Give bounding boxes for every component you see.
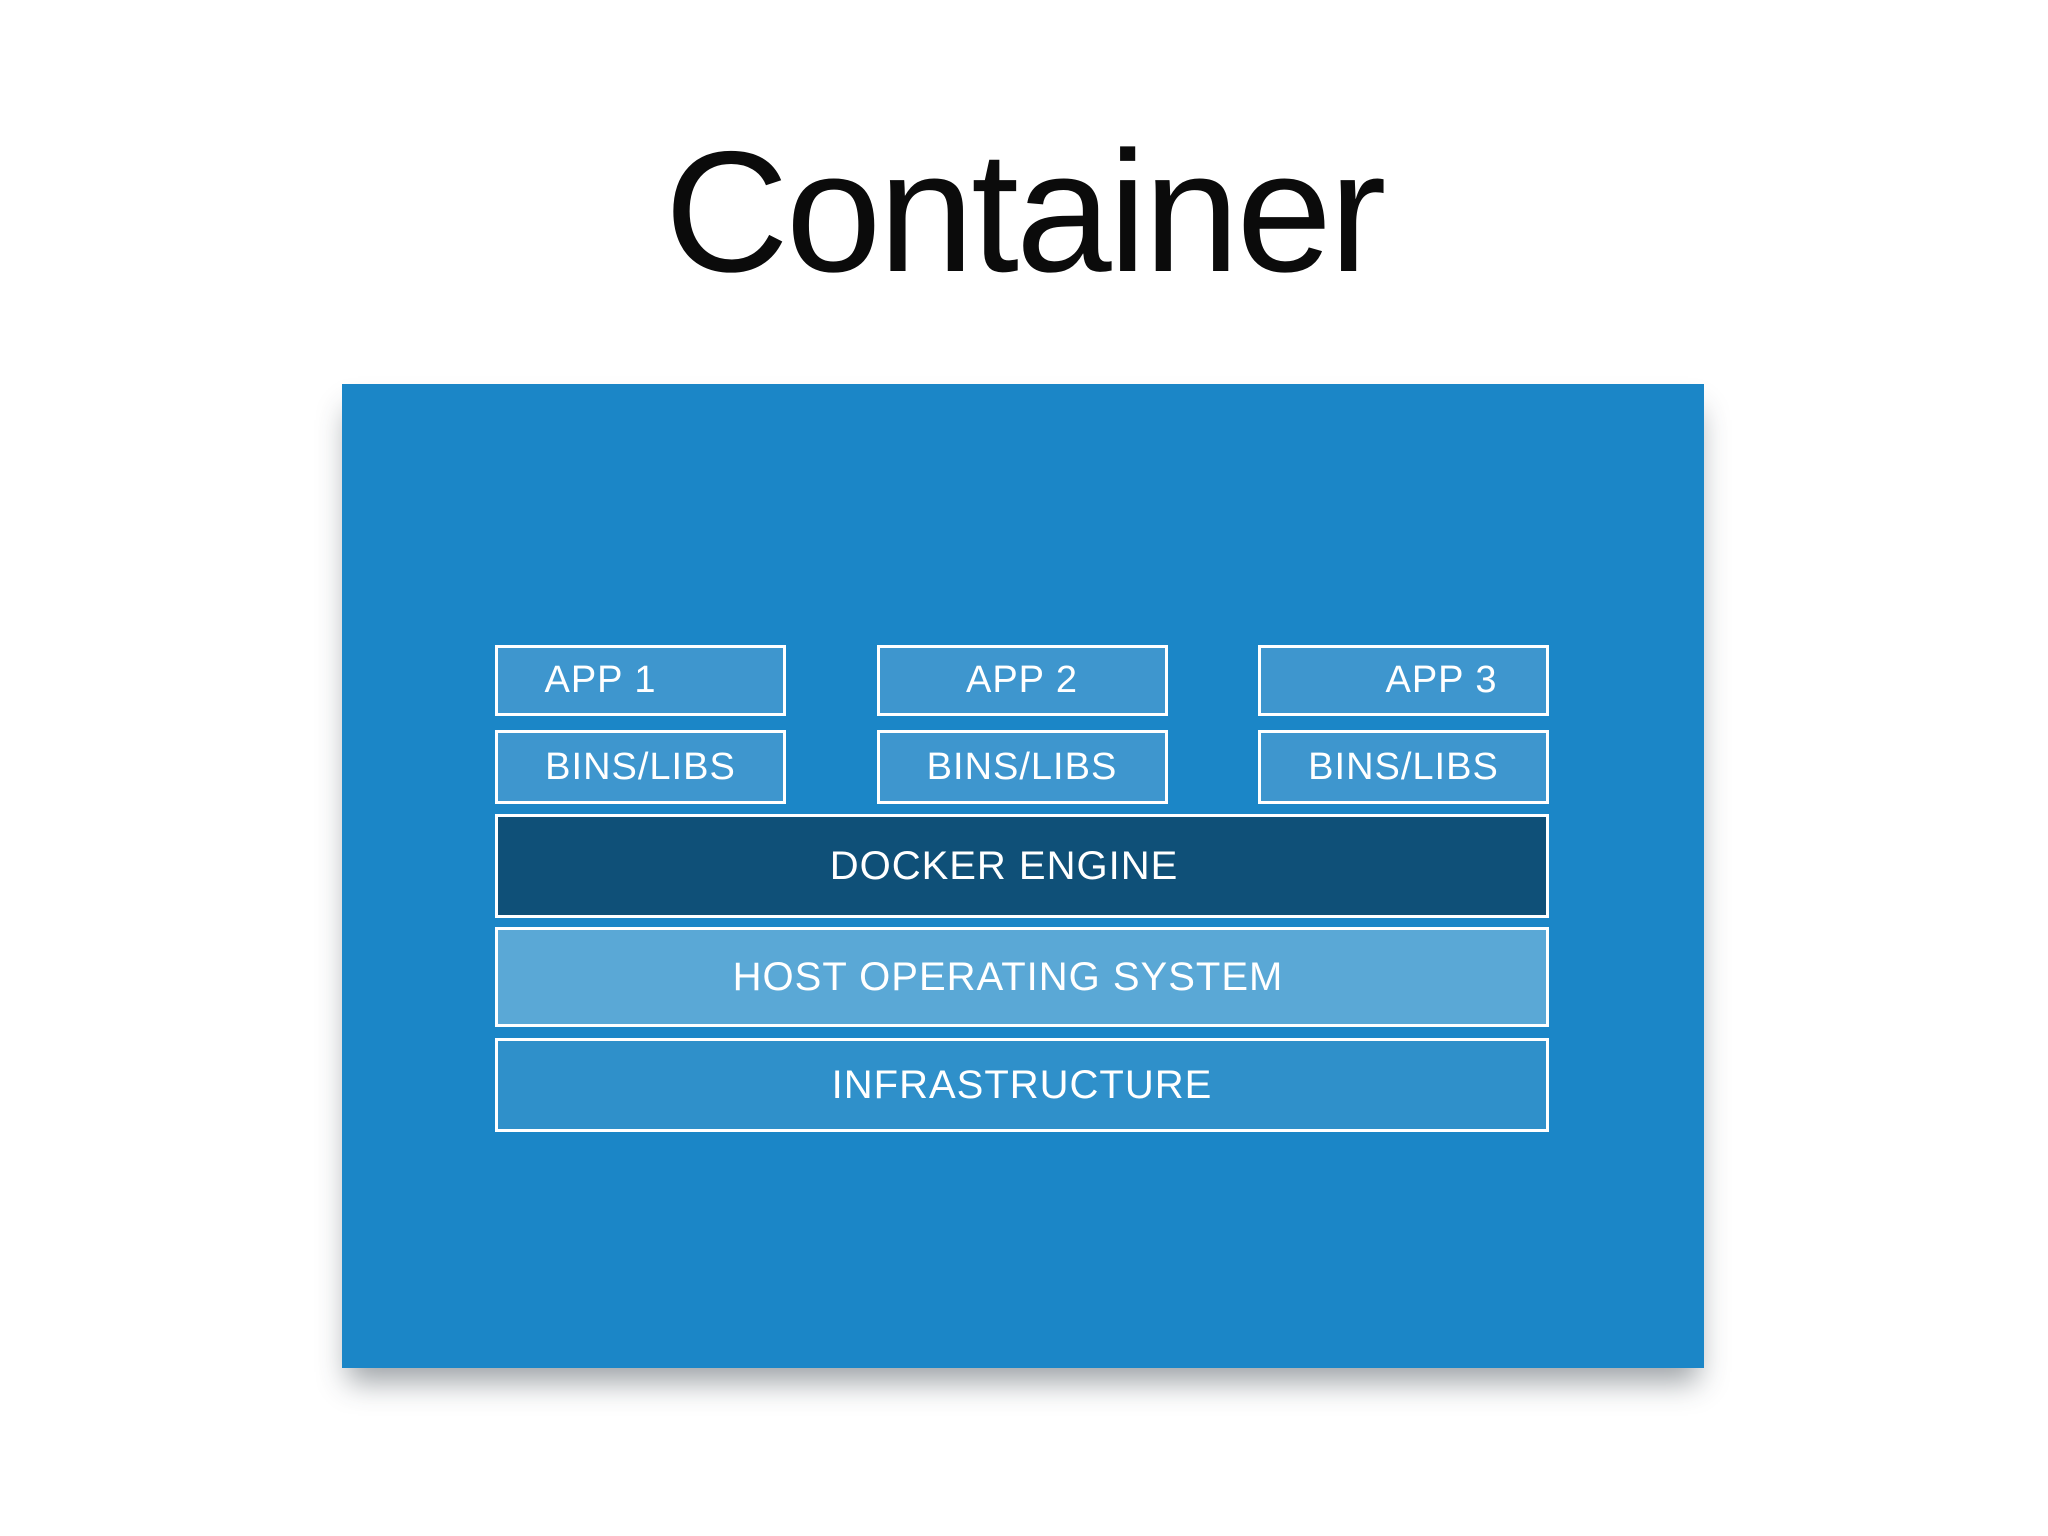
host-operating-system-label: HOST OPERATING SYSTEM [732, 954, 1284, 999]
container-architecture-panel: APP 1 APP 2 APP 3 BINS/LIBS BINS/LIBS BI… [342, 384, 1704, 1368]
host-operating-system-layer: HOST OPERATING SYSTEM [495, 927, 1549, 1027]
apps-row: APP 1 APP 2 APP 3 [495, 645, 1549, 716]
slide-title: Container [664, 116, 1387, 308]
bins-libs-2-label: BINS/LIBS [926, 745, 1118, 788]
app-1-label: APP 1 [544, 659, 657, 701]
bins-libs-1-box: BINS/LIBS [495, 730, 786, 804]
bins-libs-2-box: BINS/LIBS [876, 730, 1168, 804]
app-3-label: APP 3 [1385, 659, 1498, 701]
container-stack: APP 1 APP 2 APP 3 BINS/LIBS BINS/LIBS BI… [495, 645, 1549, 1132]
bins-libs-row: BINS/LIBS BINS/LIBS BINS/LIBS [495, 730, 1549, 804]
app-3-box: APP 3 [1258, 645, 1549, 716]
bins-libs-3-label: BINS/LIBS [1308, 745, 1499, 788]
docker-engine-layer: DOCKER ENGINE [495, 814, 1549, 918]
app-2-label: APP 2 [965, 659, 1079, 701]
infrastructure-layer: INFRASTRUCTURE [495, 1038, 1549, 1132]
docker-engine-label: DOCKER ENGINE [829, 843, 1179, 888]
infrastructure-label: INFRASTRUCTURE [831, 1062, 1213, 1107]
bins-libs-3-box: BINS/LIBS [1258, 730, 1549, 804]
app-2-box: APP 2 [876, 645, 1168, 716]
app-1-box: APP 1 [495, 645, 786, 716]
bins-libs-1-label: BINS/LIBS [545, 745, 736, 788]
